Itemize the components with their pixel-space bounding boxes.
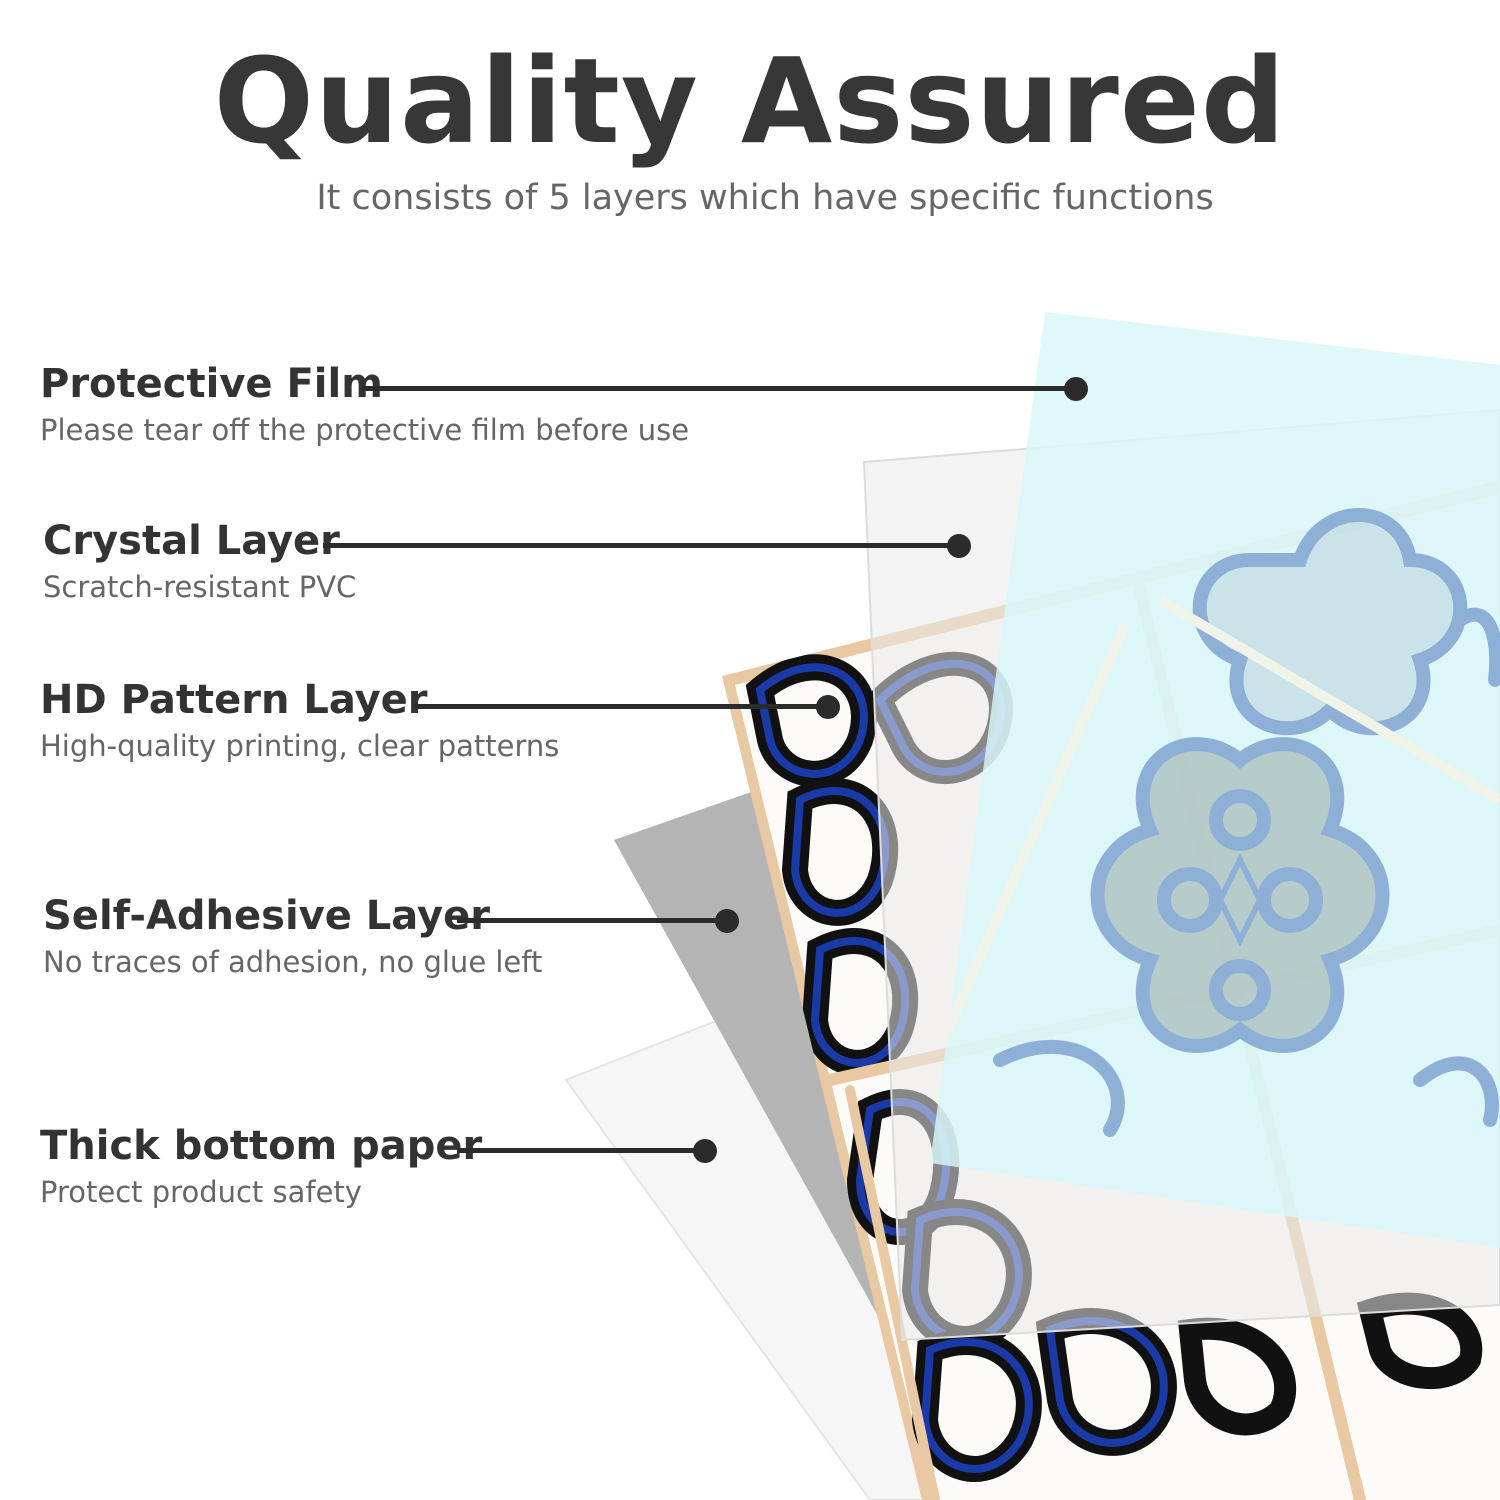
leader-line bbox=[457, 1148, 705, 1153]
leader-dot bbox=[715, 909, 739, 933]
layer-label-protective-film: Protective Film Please tear off the prot… bbox=[40, 360, 689, 448]
layer-description: Protect product safety bbox=[40, 1175, 362, 1209]
layer-name: Protective Film bbox=[40, 361, 383, 407]
leader-dot bbox=[1064, 377, 1088, 401]
leader-line bbox=[457, 918, 727, 923]
leader-dot bbox=[947, 534, 971, 558]
layer-description: Scratch-resistant PVC bbox=[43, 570, 357, 604]
layer-description: No traces of adhesion, no glue left bbox=[43, 945, 543, 979]
leader-dot bbox=[693, 1139, 717, 1163]
page-subtitle: It consists of 5 layers which have speci… bbox=[316, 178, 1214, 218]
layer-label-crystal: Crystal Layer Scratch-resistant PVC bbox=[43, 517, 356, 605]
page-title: Quality Assured bbox=[213, 32, 1287, 170]
layer-label-self-adhesive: Self-Adhesive Layer No traces of adhesio… bbox=[43, 892, 542, 980]
layer-description: Please tear off the protective film befo… bbox=[40, 413, 690, 447]
layer-name: Self-Adhesive Layer bbox=[43, 893, 490, 939]
layer-name: Crystal Layer bbox=[43, 518, 340, 564]
layer-name: Thick bottom paper bbox=[40, 1123, 483, 1169]
layer-description: High-quality printing, clear patterns bbox=[40, 729, 560, 763]
leader-line bbox=[323, 543, 959, 548]
layer-name: HD Pattern Layer bbox=[40, 677, 428, 723]
leader-line bbox=[415, 704, 828, 709]
leader-line bbox=[362, 386, 1076, 391]
layer-label-hd-pattern: HD Pattern Layer High-quality printing, … bbox=[40, 676, 559, 764]
leader-dot bbox=[816, 695, 840, 719]
layer-label-bottom-paper: Thick bottom paper Protect product safet… bbox=[40, 1122, 482, 1210]
protective-film-sheet bbox=[930, 312, 1500, 1248]
